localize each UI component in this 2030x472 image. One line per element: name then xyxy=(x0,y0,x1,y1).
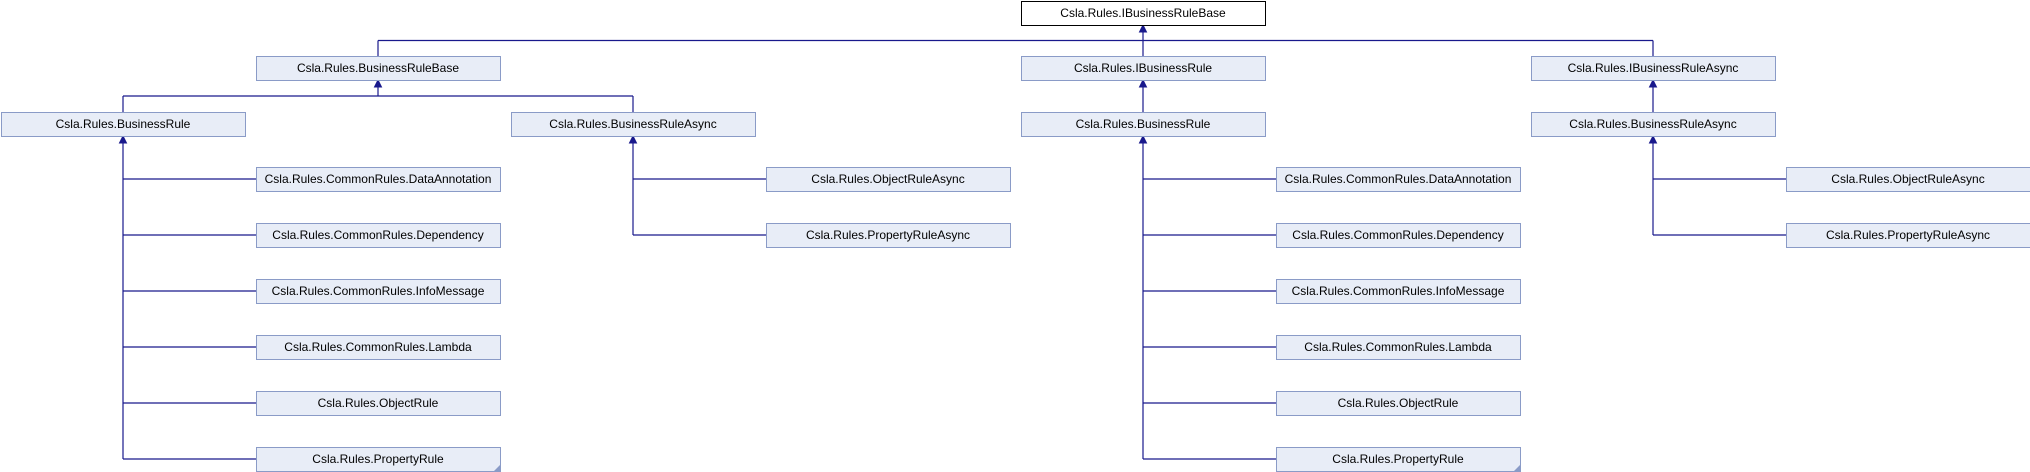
class-box xyxy=(1,112,246,137)
class-node-ibr[interactable]: Csla.Rules.IBusinessRule xyxy=(1021,56,1266,81)
edges-layer xyxy=(118,23,1786,460)
class-label: Csla.Rules.PropertyRuleAsync xyxy=(806,228,970,242)
inheritance-arrowhead xyxy=(373,78,383,88)
class-node-pra1[interactable]: Csla.Rules.PropertyRuleAsync xyxy=(766,223,1011,248)
class-label: Csla.Rules.ObjectRule xyxy=(1338,396,1459,410)
class-box xyxy=(256,223,501,248)
inheritance-edge-group xyxy=(377,23,1654,56)
class-node-bra1[interactable]: Csla.Rules.BusinessRuleAsync xyxy=(511,112,756,137)
class-box xyxy=(1276,279,1521,304)
class-node-pr1[interactable]: Csla.Rules.PropertyRule xyxy=(256,447,501,472)
class-box xyxy=(1021,1,1266,26)
class-label: Csla.Rules.CommonRules.Lambda xyxy=(1304,340,1492,354)
inheritance-arrowhead xyxy=(1138,78,1148,88)
class-box xyxy=(1276,167,1521,192)
class-node-br2[interactable]: Csla.Rules.BusinessRule xyxy=(1021,112,1266,137)
class-label: Csla.Rules.CommonRules.Dependency xyxy=(272,228,483,242)
class-label: Csla.Rules.CommonRules.InfoMessage xyxy=(272,284,485,298)
class-node-ora2[interactable]: Csla.Rules.ObjectRuleAsync xyxy=(1786,167,2030,192)
class-box xyxy=(1786,167,2030,192)
class-box xyxy=(1531,112,1776,137)
inheritance-edge-group xyxy=(1138,134,1276,460)
class-box xyxy=(256,335,501,360)
class-node-da1[interactable]: Csla.Rules.CommonRules.DataAnnotation xyxy=(256,167,501,192)
inheritance-arrowhead xyxy=(1648,78,1658,88)
class-node-lam2[interactable]: Csla.Rules.CommonRules.Lambda xyxy=(1276,335,1521,360)
class-label: Csla.Rules.ObjectRuleAsync xyxy=(811,172,964,186)
class-box xyxy=(1021,56,1266,81)
truncation-marker-icon xyxy=(1514,465,1520,471)
class-label: Csla.Rules.IBusinessRuleBase xyxy=(1060,6,1226,20)
inheritance-edge-group xyxy=(1648,78,1658,112)
class-node-ora1[interactable]: Csla.Rules.ObjectRuleAsync xyxy=(766,167,1011,192)
class-label: Csla.Rules.CommonRules.DataAnnotation xyxy=(265,172,492,186)
class-box xyxy=(256,391,501,416)
class-box xyxy=(766,223,1011,248)
class-label: Csla.Rules.BusinessRule xyxy=(56,117,191,131)
truncation-marker-icon xyxy=(494,465,500,471)
class-label: Csla.Rules.PropertyRule xyxy=(312,452,444,466)
class-box xyxy=(1276,223,1521,248)
class-label: Csla.Rules.ObjectRuleAsync xyxy=(1831,172,1984,186)
class-node-da2[interactable]: Csla.Rules.CommonRules.DataAnnotation xyxy=(1276,167,1521,192)
class-box xyxy=(766,167,1011,192)
inheritance-arrowhead xyxy=(1138,134,1148,144)
class-label: Csla.Rules.CommonRules.DataAnnotation xyxy=(1285,172,1512,186)
class-box xyxy=(1531,56,1776,81)
class-box xyxy=(1276,391,1521,416)
inheritance-arrowhead xyxy=(628,134,638,144)
class-label: Csla.Rules.BusinessRule xyxy=(1076,117,1211,131)
class-label: Csla.Rules.BusinessRuleAsync xyxy=(549,117,716,131)
inheritance-arrowhead xyxy=(118,134,128,144)
class-box xyxy=(511,112,756,137)
class-node-pr2[interactable]: Csla.Rules.PropertyRule xyxy=(1276,447,1521,472)
inheritance-edge-group xyxy=(122,78,634,112)
inheritance-edge-group xyxy=(628,134,766,236)
inheritance-arrowhead xyxy=(1138,23,1148,33)
class-label: Csla.Rules.CommonRules.InfoMessage xyxy=(1292,284,1505,298)
class-node-info1[interactable]: Csla.Rules.CommonRules.InfoMessage xyxy=(256,279,501,304)
class-label: Csla.Rules.CommonRules.Dependency xyxy=(1292,228,1503,242)
class-label: Csla.Rules.CommonRules.Lambda xyxy=(284,340,472,354)
class-node-pra2[interactable]: Csla.Rules.PropertyRuleAsync xyxy=(1786,223,2030,248)
class-label: Csla.Rules.ObjectRule xyxy=(318,396,439,410)
class-label: Csla.Rules.PropertyRuleAsync xyxy=(1826,228,1990,242)
class-node-brb[interactable]: Csla.Rules.BusinessRuleBase xyxy=(256,56,501,81)
class-node-ibra[interactable]: Csla.Rules.IBusinessRuleAsync xyxy=(1531,56,1776,81)
inheritance-arrowhead xyxy=(1648,134,1658,144)
class-label: Csla.Rules.IBusinessRuleAsync xyxy=(1568,61,1739,75)
class-box xyxy=(1276,335,1521,360)
class-node-or1[interactable]: Csla.Rules.ObjectRule xyxy=(256,391,501,416)
class-label: Csla.Rules.BusinessRuleAsync xyxy=(1569,117,1736,131)
class-label: Csla.Rules.BusinessRuleBase xyxy=(297,61,459,75)
class-node-dep1[interactable]: Csla.Rules.CommonRules.Dependency xyxy=(256,223,501,248)
class-node-info2[interactable]: Csla.Rules.CommonRules.InfoMessage xyxy=(1276,279,1521,304)
class-node-lam1[interactable]: Csla.Rules.CommonRules.Lambda xyxy=(256,335,501,360)
class-node-br1[interactable]: Csla.Rules.BusinessRule xyxy=(1,112,246,137)
class-node-bra2[interactable]: Csla.Rules.BusinessRuleAsync xyxy=(1531,112,1776,137)
class-label: Csla.Rules.PropertyRule xyxy=(1332,452,1464,466)
class-box xyxy=(1786,223,2030,248)
class-label: Csla.Rules.IBusinessRule xyxy=(1074,61,1212,75)
class-node-root[interactable]: Csla.Rules.IBusinessRuleBase xyxy=(1021,1,1266,26)
inheritance-edge-group xyxy=(118,134,256,460)
class-box xyxy=(256,447,501,472)
class-box xyxy=(256,56,501,81)
class-box xyxy=(1021,112,1266,137)
class-node-or2[interactable]: Csla.Rules.ObjectRule xyxy=(1276,391,1521,416)
class-box xyxy=(256,167,501,192)
class-box xyxy=(256,279,501,304)
inheritance-edge-group xyxy=(1138,78,1148,112)
class-node-dep2[interactable]: Csla.Rules.CommonRules.Dependency xyxy=(1276,223,1521,248)
inheritance-edge-group xyxy=(1648,134,1786,236)
